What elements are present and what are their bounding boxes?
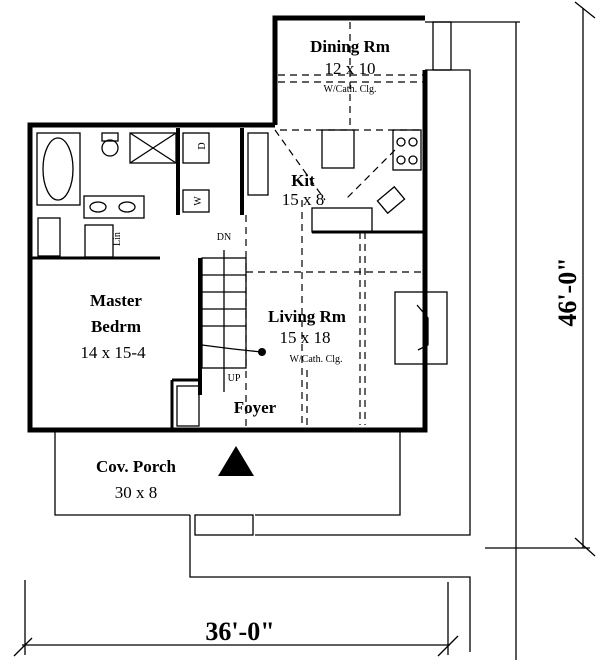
- bath-fixtures: [36, 132, 269, 258]
- dryer-label: D: [197, 142, 208, 149]
- living-room-size: 15 x 18: [280, 328, 331, 347]
- kitchen-size: 15 x 8: [282, 190, 325, 209]
- dining-room-note: W/Cath. Clg.: [323, 84, 376, 95]
- entry-arrow-icon: [218, 446, 254, 476]
- foyer-name: Foyer: [234, 398, 277, 417]
- depth-dimension: 46'-0": [553, 257, 582, 326]
- living-room-name: Living Rm: [268, 307, 346, 326]
- deck-outline: [189, 21, 520, 652]
- washer-label: W: [193, 196, 204, 206]
- ceiling-dashes: [245, 22, 425, 430]
- living-room-note: W/Cath. Clg.: [289, 354, 342, 365]
- master-size: 14 x 15-4: [80, 343, 146, 362]
- width-dimension: 36'-0": [205, 617, 274, 646]
- porch: [54, 432, 401, 536]
- kitchen-name: Kit: [291, 171, 315, 190]
- exterior-walls: [27, 15, 452, 433]
- master-name-line1: Master: [90, 291, 142, 310]
- dining-room-name: Dining Rm: [310, 37, 390, 56]
- porch-size: 30 x 8: [115, 483, 158, 502]
- stair-up-label: UP: [228, 373, 241, 384]
- stair-down-label: DN: [217, 232, 231, 243]
- fireplace: [394, 291, 448, 365]
- master-name-line2: Bedrm: [91, 317, 141, 336]
- dimension-lines: [13, 1, 596, 660]
- kitchen-fixtures: [274, 129, 425, 233]
- dining-room-size: 12 x 10: [325, 59, 376, 78]
- closet: [176, 385, 200, 427]
- linen-label: Lin: [112, 232, 123, 246]
- porch-name: Cov. Porch: [96, 457, 177, 476]
- staircase: [201, 250, 266, 392]
